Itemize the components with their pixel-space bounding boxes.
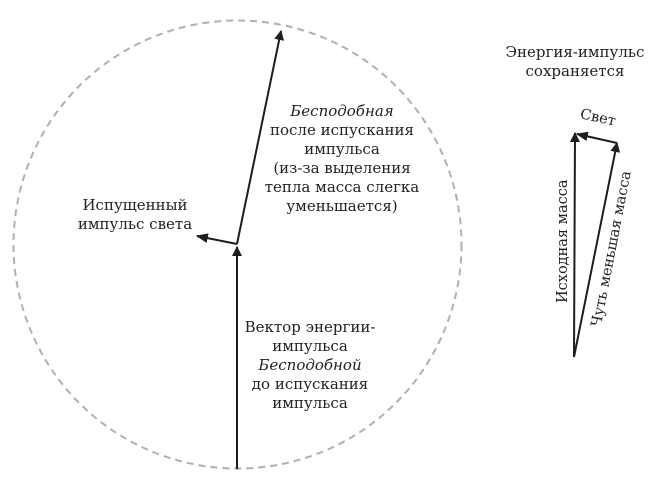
label-after-line: уменьшается) (286, 197, 398, 215)
label-before-line: Вектор энергии- (244, 318, 376, 336)
label-after-name: Беcподобная (290, 102, 394, 120)
original-mass-label: Исходная масса (555, 179, 571, 303)
label-after-line: импульса (304, 140, 380, 158)
label-after-line: (из-за выделения (273, 159, 411, 177)
label-after-line: тепла масса слегка (264, 178, 420, 196)
label-light-line: Испущенный (82, 196, 188, 214)
original-mass-arrow (569, 132, 580, 358)
label-before-line: до испускания (251, 375, 369, 393)
light-arrow (575, 131, 618, 144)
label-emitted-light: Испущенный импульс света (70, 196, 200, 234)
label-after-emission: Беcподобная после испускания импульса (и… (262, 102, 422, 216)
title-line: Энергия-импульс (505, 43, 645, 61)
label-before-line: импульса (272, 337, 348, 355)
title-line: сохраняется (525, 62, 625, 80)
label-before-emission: Вектор энергии- импульса Беcподобной до … (240, 318, 380, 413)
label-before-line: импульса (272, 394, 348, 412)
smaller-mass-arrow (573, 142, 621, 358)
label-light-line: импульс света (77, 215, 193, 233)
vector-after-arrow (236, 30, 285, 245)
light-momentum-arrow (195, 233, 238, 245)
conservation-title: Энергия-импульс сохраняется (500, 43, 650, 81)
label-before-name: Беcподобной (258, 356, 362, 374)
label-after-line: после испускания (269, 121, 414, 139)
